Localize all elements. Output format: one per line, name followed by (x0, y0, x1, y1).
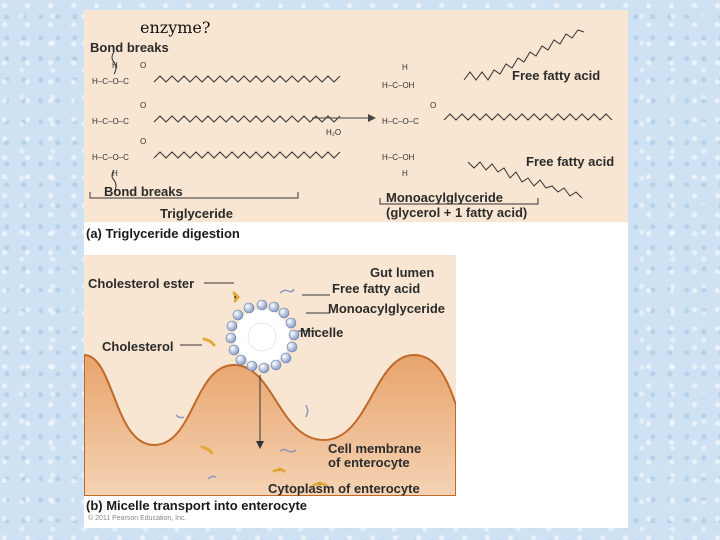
svg-text:O: O (140, 101, 146, 110)
svg-text:H: H (112, 61, 118, 70)
svg-text:H–C–O–C: H–C–O–C (382, 117, 419, 126)
free-fatty-acid-top-label: Free fatty acid (512, 68, 601, 83)
micelle-transport-panel: Gut lumen Cholesterol ester Free fatty a… (84, 255, 456, 496)
bond-breaks-bottom-label: Bond breaks (104, 184, 183, 199)
micelle-label: Micelle (300, 325, 344, 340)
enterocyte-membrane (84, 353, 456, 496)
monoacylglyceride-sublabel: (glycerol + 1 fatty acid) (386, 205, 528, 220)
svg-text:H–C–OH: H–C–OH (382, 153, 415, 162)
reaction-arrow (312, 114, 376, 122)
svg-text:H: H (402, 169, 408, 178)
svg-text:H: H (402, 63, 408, 72)
svg-text:H–C–O–C: H–C–O–C (92, 77, 129, 86)
svg-text:O: O (140, 61, 146, 70)
triglyceride-label: Triglyceride (160, 206, 233, 221)
micelle-diagram (84, 282, 456, 496)
triglyceride-molecule: H–C–O–C H O H–C–O–C O H–C–O–C H O (89, 51, 341, 199)
figure-card: H–C–O–C H O H–C–O–C O H–C–O–C H O (84, 10, 628, 528)
svg-text:O: O (430, 101, 436, 110)
bond-breaks-top-label: Bond breaks (90, 40, 169, 55)
cytoplasm-label: Cytoplasm of enterocyte (268, 481, 420, 496)
enzyme-note: enzyme? (140, 18, 211, 37)
svg-text:H–C–OH: H–C–OH (382, 81, 415, 90)
copyright-notice: © 2011 Pearson Education, Inc. (88, 515, 187, 522)
triglyceride-diagram: H–C–O–C H O H–C–O–C O H–C–O–C H O (89, 29, 613, 205)
panel-a-caption: (a) Triglyceride digestion (86, 226, 240, 241)
micelle-icon (225, 299, 300, 374)
monoacylglyceride-molecule: H–C–OH H H–C–O–C O H–C–OH H (379, 63, 613, 205)
svg-text:H–C–O–C: H–C–O–C (92, 117, 129, 126)
svg-text:O: O (140, 137, 146, 146)
free-fatty-acid-bottom-label: Free fatty acid (526, 154, 615, 169)
triglyceride-digestion-panel: H–C–O–C H O H–C–O–C O H–C–O–C H O (84, 10, 628, 222)
panel-b-caption: (b) Micelle transport into enterocyte (86, 498, 308, 513)
svg-text:H: H (112, 169, 118, 178)
water-label: H₂O (326, 128, 342, 137)
monoacylglyceride-label: Monoacylglyceride (386, 190, 504, 205)
svg-text:H–C–O–C: H–C–O–C (92, 153, 129, 162)
gut-lumen-label: Gut lumen (370, 265, 435, 280)
free-fatty-acid-label: Free fatty acid (332, 281, 421, 296)
free-fatty-acid-chains (463, 29, 585, 199)
cell-membrane-sublabel: of enterocyte (328, 455, 410, 470)
monoacylglyceride-b-label: Monoacylglyceride (328, 301, 446, 316)
lipid-fragments (200, 291, 328, 487)
cell-membrane-label: Cell membrane (328, 441, 422, 456)
cholesterol-ester-label: Cholesterol ester (88, 276, 195, 291)
cholesterol-label: Cholesterol (102, 339, 174, 354)
